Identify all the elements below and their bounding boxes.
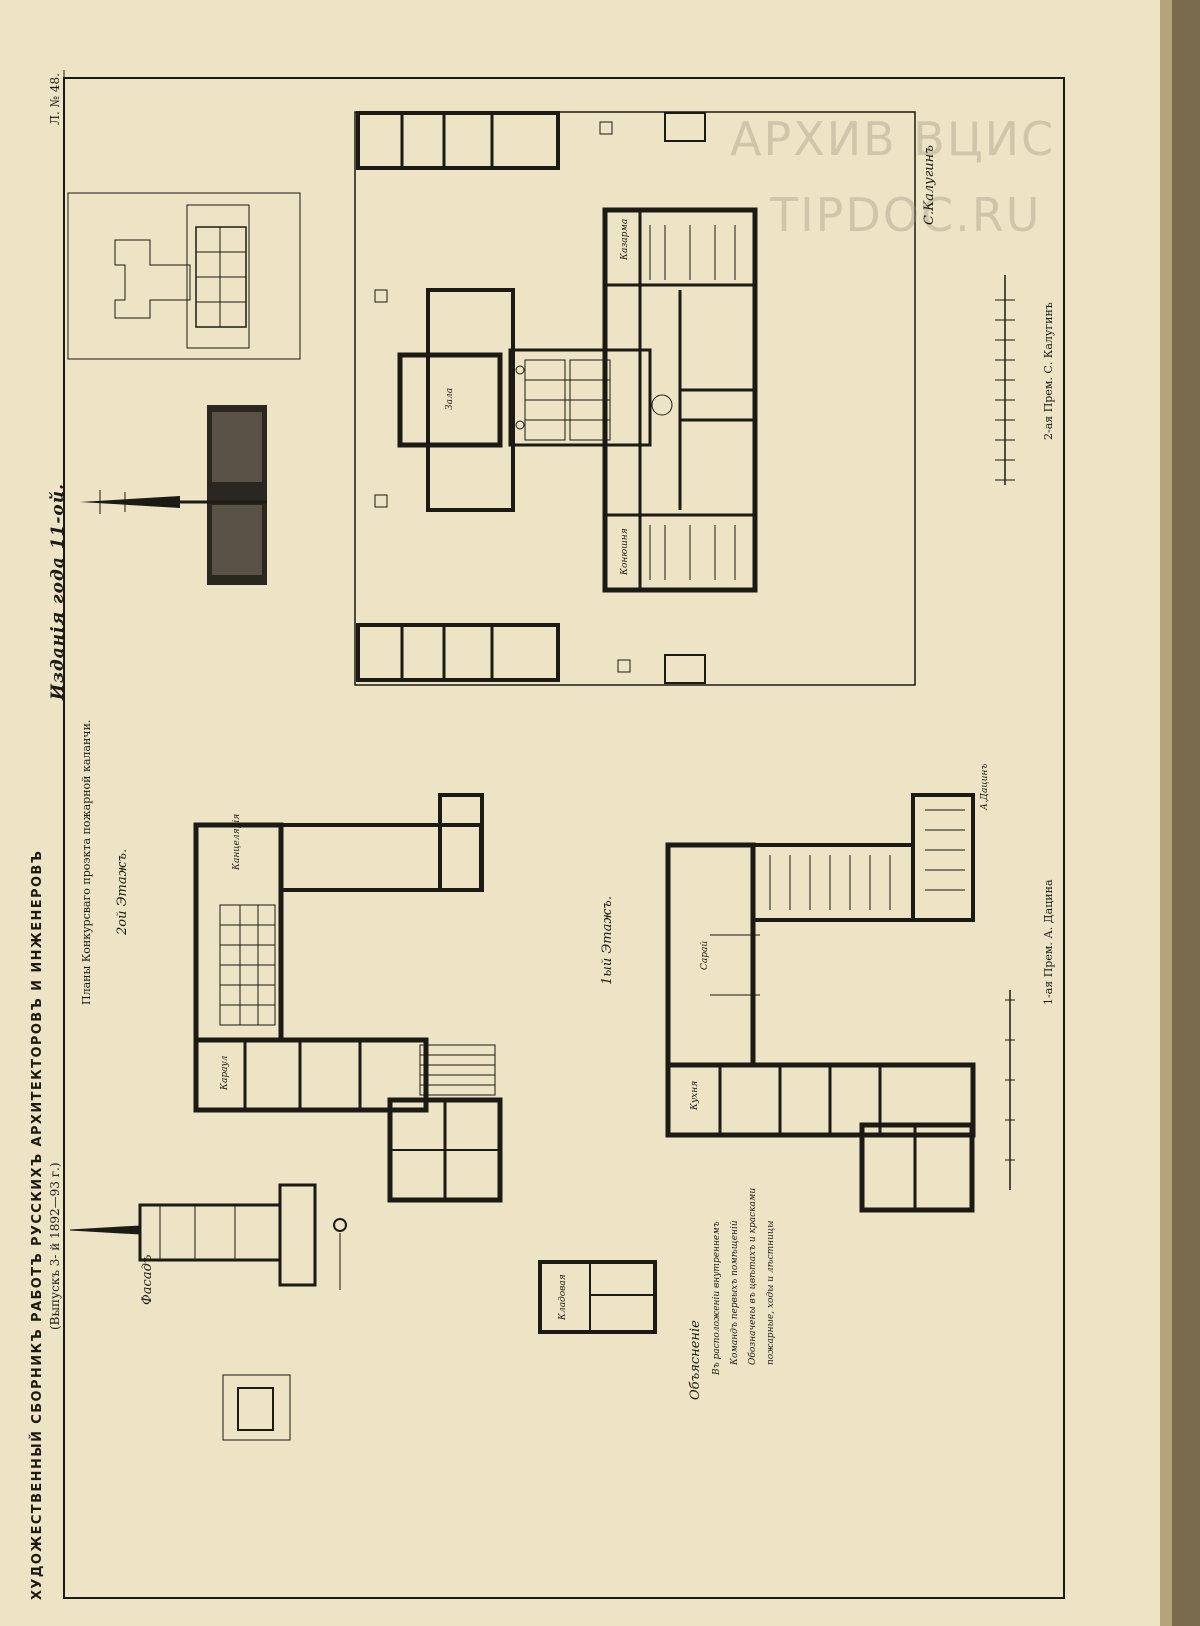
scale-bar-bottom bbox=[1005, 990, 1015, 1190]
notes-line-3: Обозначены въ цвѣтахъ и красками bbox=[748, 1187, 758, 1365]
header-edition: Изданія года 11-ой. bbox=[48, 482, 68, 700]
frame-border bbox=[63, 77, 1065, 1599]
label-second-floor: 2ой Этажъ. bbox=[115, 848, 130, 935]
signature-kalugin: С.Калугинъ bbox=[922, 145, 937, 225]
small-plan-tower bbox=[222, 1374, 291, 1441]
room-label-stable: Конюшня bbox=[620, 528, 630, 575]
room-label-office: Канцелярія bbox=[232, 813, 242, 870]
room-label-guard: Караул bbox=[220, 1055, 230, 1090]
small-plan-outbuilding bbox=[538, 1260, 657, 1334]
site-plan bbox=[67, 192, 301, 360]
room-label-shed: Сарай bbox=[700, 940, 710, 970]
notes-line-4: пожарные, ходы и лѣстницы bbox=[766, 1220, 776, 1365]
signature-datsin: А.Дацинъ bbox=[980, 763, 990, 810]
caption: Планы Конкурсваго проэкта пожарной калан… bbox=[80, 719, 93, 1005]
tower-section-2 bbox=[69, 1183, 347, 1290]
notes-line-1: Въ расположеніи внутреннемъ bbox=[712, 1221, 722, 1375]
scale-bar-right bbox=[995, 275, 1015, 485]
watermark-line2: TIPDOC.RU bbox=[770, 188, 1042, 242]
room-label-store: Кладовая bbox=[558, 1274, 568, 1320]
plan-datsin-first-floor bbox=[665, 793, 976, 1213]
room-label-barracks: Казарма bbox=[620, 218, 630, 260]
room-label-kitchen: Кухня bbox=[690, 1080, 700, 1110]
tower-section-1 bbox=[80, 405, 267, 585]
page-edge bbox=[1160, 0, 1172, 1626]
prize-second: 2-ая Прем. С. Калугинъ bbox=[1042, 302, 1055, 440]
header-issue: (Выпускъ 3- й 1892—93 г.) bbox=[48, 1162, 62, 1330]
plan-kalugin bbox=[354, 111, 916, 686]
sheet-number: Л. № 48. bbox=[48, 73, 62, 125]
notes-line-2: Командъ первыхъ помѣщеній bbox=[730, 1220, 740, 1365]
plan-datsin-second-floor bbox=[193, 793, 503, 1203]
watermark-line1: АРХИВ ВЦИС bbox=[730, 112, 1056, 166]
label-first-floor: 1ый Этажъ. bbox=[600, 896, 615, 985]
notes-title: Объясненіе bbox=[688, 1320, 703, 1400]
book-gutter bbox=[1170, 0, 1200, 1626]
room-label-hall: Зала bbox=[445, 387, 455, 410]
prize-first: 1-ая Прем. А. Дацина bbox=[1042, 879, 1055, 1005]
header-title: ХУДОЖЕСТВЕННЫЙ СБОРНИКЪ РАБОТЪ РУССКИХЪ … bbox=[30, 849, 45, 1600]
label-facade: Фасадъ bbox=[140, 1254, 155, 1305]
